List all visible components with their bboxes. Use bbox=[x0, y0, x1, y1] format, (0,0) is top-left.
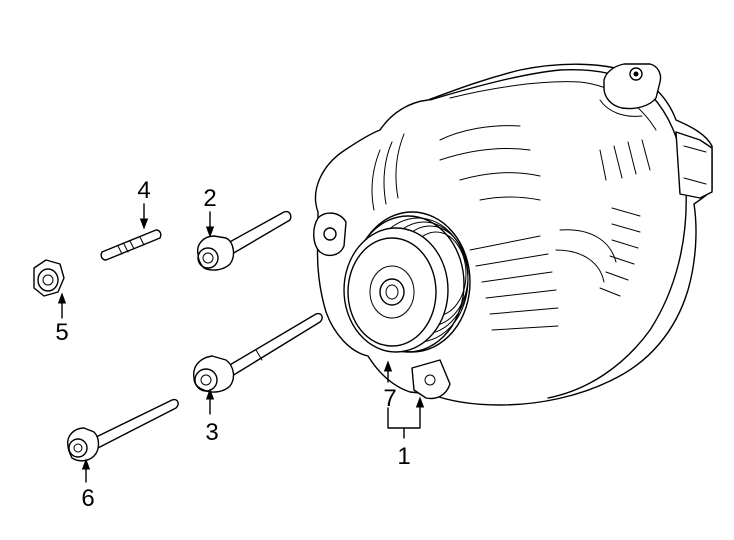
callout-4: 4 bbox=[137, 177, 150, 204]
callout-2: 2 bbox=[203, 185, 216, 212]
stud-part-4 bbox=[100, 229, 162, 261]
callout-3: 3 bbox=[205, 419, 218, 446]
bolt-part-6 bbox=[67, 398, 179, 462]
callout-5: 5 bbox=[55, 319, 68, 346]
callout-6: 6 bbox=[81, 485, 94, 512]
callout-7: 7 bbox=[383, 385, 396, 412]
nut-part-5 bbox=[33, 259, 65, 297]
bolt-part-3 bbox=[193, 312, 323, 393]
pulley bbox=[343, 211, 471, 353]
bolt-part-2 bbox=[197, 210, 292, 271]
leader-lines bbox=[57, 203, 425, 483]
callout-1: 1 bbox=[397, 443, 410, 470]
